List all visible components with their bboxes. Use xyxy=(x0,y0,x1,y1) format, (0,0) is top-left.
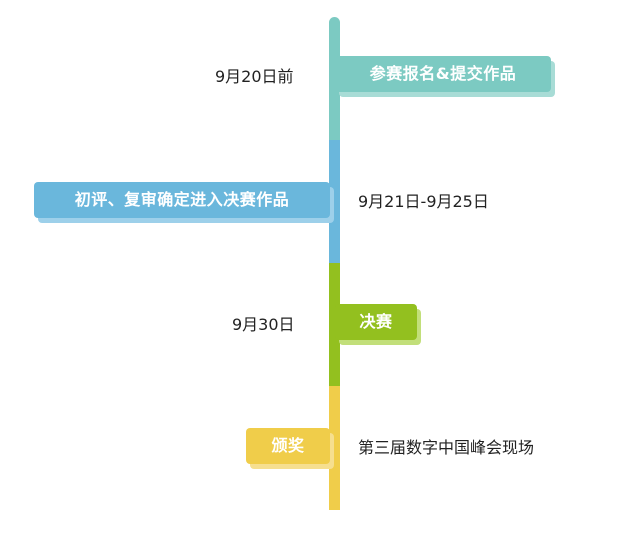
stage-3-tag: 决赛 xyxy=(335,304,421,345)
timeline-segment-3 xyxy=(329,263,340,387)
stage-1-tag: 参赛报名&提交作品 xyxy=(335,56,555,97)
timeline-segment-2 xyxy=(329,140,340,264)
timeline-segment-4 xyxy=(329,386,340,510)
stage-2-date: 9月21日-9月25日 xyxy=(358,192,489,211)
timeline-segment-1 xyxy=(329,17,340,141)
stage-2-tag: 初评、复审确定进入决赛作品 xyxy=(34,182,334,223)
stage-3-date: 9月30日 xyxy=(232,315,295,334)
stage-1-date: 9月20日前 xyxy=(215,67,294,86)
stage-4-tag: 颁奖 xyxy=(246,428,334,469)
stage-4-venue: 第三届数字中国峰会现场 xyxy=(358,438,535,457)
